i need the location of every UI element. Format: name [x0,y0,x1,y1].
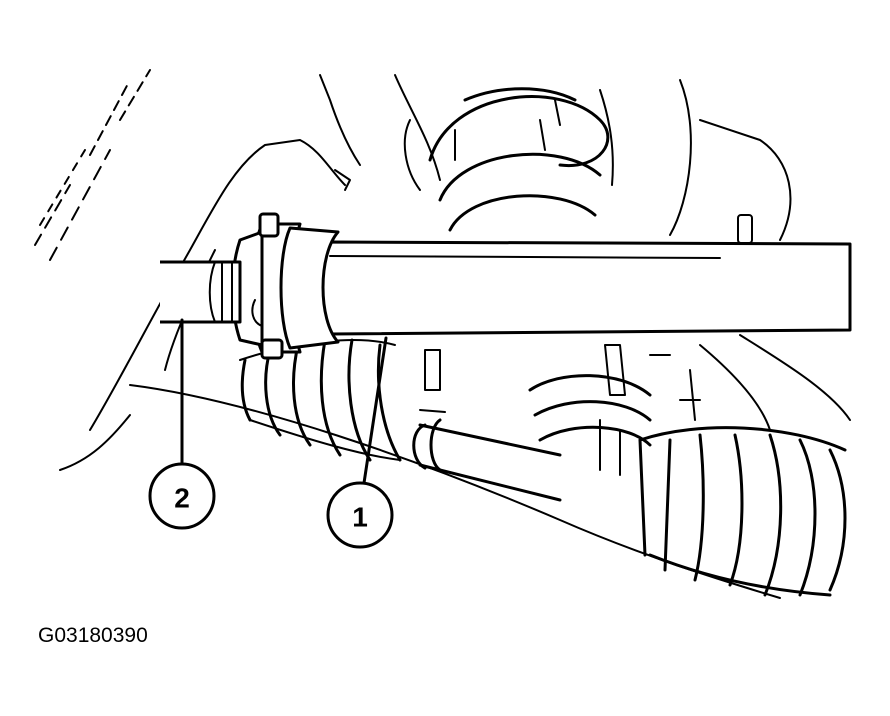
figure-id-label: G03180390 [38,624,148,647]
cv-joint-boot-right [528,344,847,597]
callout-2: 2 [148,462,216,530]
tie-rod [412,349,562,502]
callout-1: 1 [326,481,394,549]
inner-cv-joint-housing [231,212,340,360]
coil-spring [403,87,610,232]
bracket-details [334,169,753,244]
callout-1-number: 1 [352,502,368,533]
drive-shaft [316,240,852,336]
background-hatching [34,69,151,261]
leader-lines [180,318,388,485]
callout-1-leader [362,336,388,485]
stub-shaft [160,260,242,324]
callout-2-number: 2 [174,483,190,514]
